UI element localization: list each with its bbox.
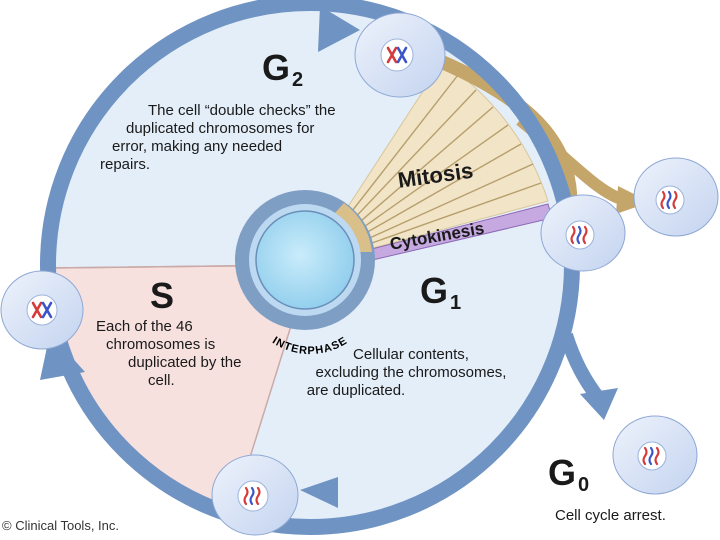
g0-description: Cell cycle arrest. xyxy=(555,507,666,524)
s-label: S xyxy=(150,275,175,316)
cell-g0 xyxy=(612,415,698,495)
mitosis-ring-segment xyxy=(334,203,372,252)
cell-daughter-right xyxy=(633,157,719,237)
ring-arrowhead-g1 xyxy=(300,477,338,508)
squiggle-chromosome-cell-icon xyxy=(570,225,588,245)
cell-g2 xyxy=(354,12,446,98)
squiggle-chromosome-cell-icon xyxy=(243,486,261,506)
squiggle-chromosome-cell-icon xyxy=(642,446,660,466)
g0-arrowhead xyxy=(580,388,618,420)
s-description: Each of the 46 chromosomes is duplicated… xyxy=(96,318,242,389)
cell-g1-daughter xyxy=(540,194,626,272)
squiggle-chromosome-cell-icon xyxy=(660,190,678,210)
mitosis-arrowhead-daughter xyxy=(616,186,650,214)
ring-arrowhead-g2 xyxy=(318,6,360,52)
cell-s xyxy=(0,270,84,350)
x-chromosome-cell-icon xyxy=(31,301,53,319)
nucleus xyxy=(255,210,355,310)
cell-g1-bottom xyxy=(211,454,299,536)
x-chromosome-cell-icon xyxy=(386,46,408,64)
g0-exit-arrow xyxy=(559,332,606,405)
g1-description: Cellular contents, excluding the chromos… xyxy=(306,346,507,399)
copyright-label: © Clinical Tools, Inc. xyxy=(2,518,119,533)
g2-description: The cell “double checks” the duplicated … xyxy=(100,102,336,173)
mitosis-arrow-to-g1 xyxy=(439,55,578,216)
